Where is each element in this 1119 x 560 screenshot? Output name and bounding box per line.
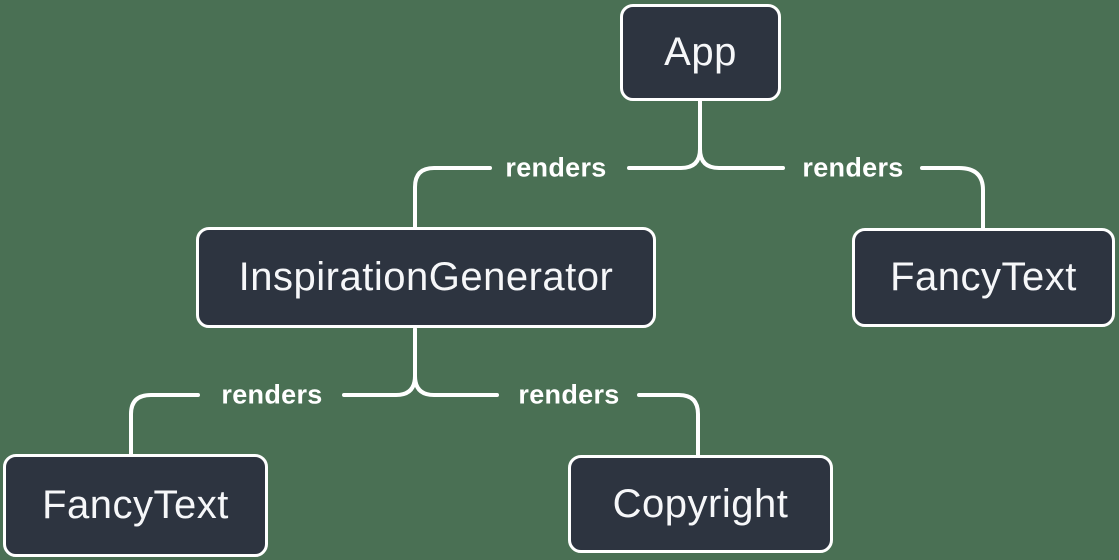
connector-to-fancy-text-bottom	[129, 393, 200, 457]
connector-app-right-fork	[698, 147, 785, 170]
node-label: Copyright	[612, 481, 789, 526]
node-fancy-text-top: FancyText	[852, 228, 1115, 327]
node-label: InspirationGenerator	[238, 255, 614, 299]
connector-ig-right-fork	[413, 374, 499, 397]
connector-to-copyright	[637, 393, 700, 458]
connector-to-fancy-text-top	[920, 166, 985, 231]
edge-label-renders: renders	[802, 152, 904, 183]
connector-ig-stem-left-fork	[342, 327, 417, 397]
edge-label-renders: renders	[518, 379, 620, 410]
node-label: FancyText	[890, 255, 1077, 299]
edge-label-renders: renders	[221, 379, 323, 410]
node-inspiration-generator: InspirationGenerator	[196, 227, 656, 328]
connector-to-inspiration-generator	[413, 166, 492, 230]
edge-label-renders: renders	[505, 152, 607, 183]
node-label: App	[664, 30, 737, 74]
node-copyright: Copyright	[568, 455, 833, 553]
node-fancy-text-bottom: FancyText	[3, 454, 268, 557]
node-label: FancyText	[42, 483, 229, 527]
node-app: App	[620, 4, 781, 101]
connector-app-stem-left-fork	[627, 99, 702, 170]
